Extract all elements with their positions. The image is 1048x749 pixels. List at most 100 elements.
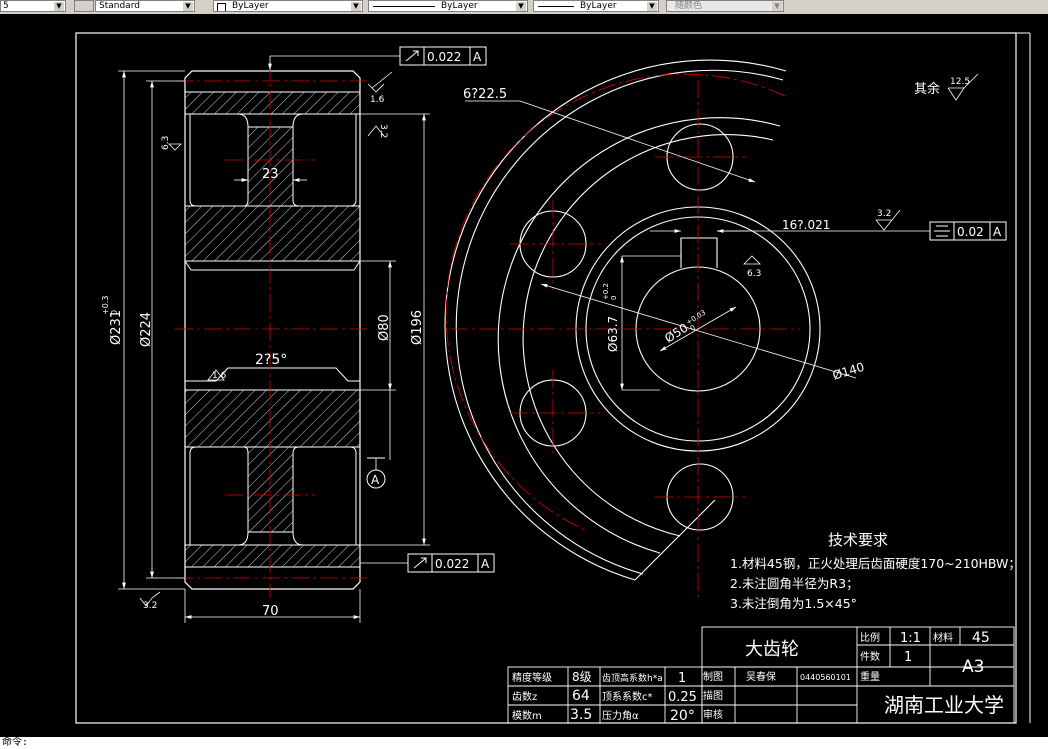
text-style-value: Standard	[99, 1, 140, 11]
chevron-down-icon: ▼	[183, 2, 193, 11]
linetype-value: ByLayer	[441, 1, 478, 11]
roughness-label: 6.3	[161, 136, 171, 150]
plot-style-value: 随颜色	[675, 1, 703, 11]
gear-param-value: 0.25	[668, 690, 697, 705]
section-view	[184, 70, 361, 590]
roughness-other-value: 12.5	[950, 77, 970, 87]
drawn-label: 制图	[703, 670, 723, 683]
design-label: 描图	[703, 689, 723, 702]
fcf-bottom-datum: A	[481, 557, 490, 571]
datum-a-symbol: A	[366, 457, 386, 489]
scale-value: 1:1	[900, 631, 921, 646]
fcf-right-datum: A	[993, 225, 1002, 239]
gear-param-label: 顶系系数c*	[602, 690, 653, 703]
tech-req-item: 3.未注倒角为1.5×45°	[730, 596, 857, 611]
runout-icon	[413, 557, 427, 569]
roughness-label: 1.6	[212, 371, 227, 381]
gear-param-value: 1	[678, 671, 686, 686]
material-value: 45	[972, 630, 990, 646]
chevron-down-icon: ▼	[351, 2, 361, 11]
fcf-bottom-tol: 0.022	[435, 557, 469, 571]
qty-value: 1	[904, 650, 912, 665]
fcf-top: 0.022 A	[399, 46, 487, 66]
dim-chamfer: 2?5°	[255, 352, 287, 368]
dim-holes: 6?22.5	[463, 87, 507, 102]
sheet-size: A3	[962, 657, 984, 677]
roughness-label: 6.3	[747, 269, 761, 279]
gear-param-label: 齿顶高系数h*a	[602, 672, 663, 684]
fcf-right-tol: 0.02	[957, 225, 984, 239]
tech-req-item: 2.未注圆角半径为R3；	[730, 576, 859, 591]
fcf-right: 0.02 A	[929, 221, 1007, 241]
roughness-label: 3.2	[143, 601, 157, 611]
fcf-bottom: 0.022 A	[407, 553, 495, 573]
command-line[interactable]: 命令:	[0, 737, 1048, 749]
part-name: 大齿轮	[745, 639, 799, 660]
weight-label: 重量	[860, 670, 880, 683]
check-label: 审核	[703, 708, 723, 721]
linetype-preview	[373, 6, 435, 7]
symmetry-icon	[934, 225, 950, 237]
qty-label: 件数	[860, 650, 880, 663]
tech-requirements: 技术要求 1.材料45钢，正火处理后齿面硬度170~210HBW； 2.未注圆角…	[730, 531, 1021, 611]
drawn-name: 吴春保	[746, 670, 776, 683]
dim-d224: Ø224	[139, 312, 154, 347]
lineweight-value: ByLayer	[580, 1, 617, 11]
gear-param-label: 精度等级	[512, 671, 552, 684]
plot-style-select[interactable]: 随颜色 ▼	[666, 0, 784, 12]
scale-label: 比例	[860, 631, 880, 644]
dim-style-select[interactable]: 5 ▼	[0, 0, 66, 12]
datum-a-label: A	[371, 473, 380, 487]
dim-d80: Ø80	[377, 314, 392, 341]
chevron-down-icon: ▼	[772, 2, 782, 11]
dim-d231: Ø231	[109, 310, 124, 345]
dim-d231-tol-lower: 0	[110, 310, 119, 315]
dim-bore-key-tol-upper: +0.2	[602, 283, 610, 300]
command-prompt: 命令:	[2, 737, 29, 748]
student-no: 0440560101	[800, 673, 851, 682]
school-name: 湖南工业大学	[884, 693, 1004, 717]
chevron-down-icon: ▼	[647, 2, 657, 11]
gear-param-label: 模数m	[512, 709, 542, 722]
fcf-top-tol: 0.022	[427, 50, 461, 64]
layer-color-select[interactable]: ByLayer ▼	[213, 0, 363, 12]
tech-req-item: 1.材料45钢，正火处理后齿面硬度170~210HBW；	[730, 556, 1021, 571]
text-style-button[interactable]	[74, 0, 94, 12]
gear-param-label: 齿数z	[512, 690, 537, 703]
section-centerlines	[175, 62, 370, 598]
gear-param-value: 3.5	[570, 707, 592, 723]
lineweight-preview	[538, 6, 574, 7]
lineweight-select[interactable]: ByLayer ▼	[533, 0, 659, 12]
dim-width-70: 70	[262, 604, 279, 619]
dim-bore-key-tol-lower: 0	[610, 296, 618, 300]
material-label: 材料	[933, 631, 953, 644]
properties-toolbar: 5 ▼ Standard ▼ ByLayer ▼ ByLayer ▼ ByLay…	[0, 0, 1048, 15]
gear-param-value: 64	[572, 688, 590, 704]
gear-param-value: 8级	[572, 670, 592, 684]
dim-bore-key: Ø63.7	[606, 316, 620, 352]
runout-icon	[405, 50, 419, 62]
roughness-label: 3.2	[378, 124, 388, 138]
gear-param-value: 20°	[670, 708, 695, 724]
dim-d231-tol-upper: +0.3	[101, 296, 110, 315]
dim-keyway: 16?.021	[782, 218, 830, 232]
color-swatch-icon	[217, 3, 226, 11]
title-block	[507, 626, 1015, 724]
chevron-down-icon: ▼	[516, 2, 526, 11]
dim-d196: Ø196	[410, 310, 425, 345]
chevron-down-icon: ▼	[54, 2, 64, 11]
layer-color-value: ByLayer	[232, 1, 269, 11]
fcf-top-datum: A	[473, 50, 482, 64]
text-style-select[interactable]: Standard ▼	[95, 0, 195, 12]
roughness-label: 1.6	[370, 95, 385, 105]
drawing-canvas[interactable]: Ø231 +0.3 0 Ø224 Ø80 Ø196 70 23 2?5° 1.6…	[0, 14, 1048, 737]
dim-bore-tol-lower: 0	[689, 324, 697, 333]
dim-style-value: 5	[3, 1, 9, 11]
gear-param-label: 压力角α	[602, 709, 639, 722]
section-dimensions	[118, 55, 430, 623]
tech-req-title: 技术要求	[828, 531, 888, 549]
linetype-select[interactable]: ByLayer ▼	[368, 0, 528, 12]
roughness-other-label: 其余	[914, 81, 940, 97]
roughness-label: 3.2	[877, 209, 891, 219]
dim-hub-23: 23	[262, 167, 279, 182]
